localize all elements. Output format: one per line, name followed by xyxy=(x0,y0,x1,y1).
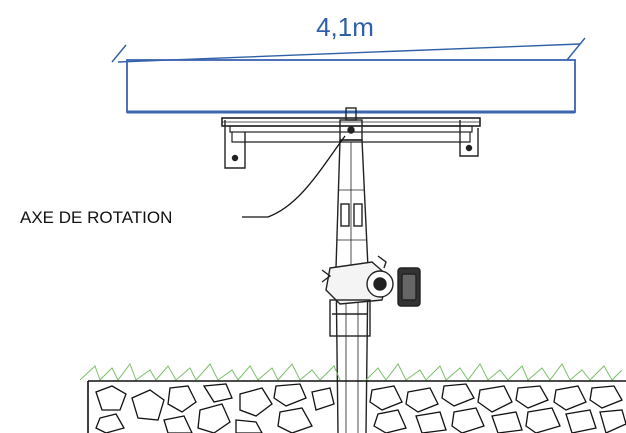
ground xyxy=(87,380,626,433)
dimension-line xyxy=(111,37,586,63)
grass xyxy=(79,362,623,381)
right-bracket xyxy=(459,120,479,157)
solar-panel xyxy=(126,59,576,114)
panel-width-label: 4,1m xyxy=(316,12,374,42)
drive-motor xyxy=(321,255,421,337)
rotation-axis-leader xyxy=(242,135,346,218)
rotation-axis-label: AXE DE ROTATION xyxy=(20,208,172,227)
left-bracket xyxy=(224,120,246,169)
